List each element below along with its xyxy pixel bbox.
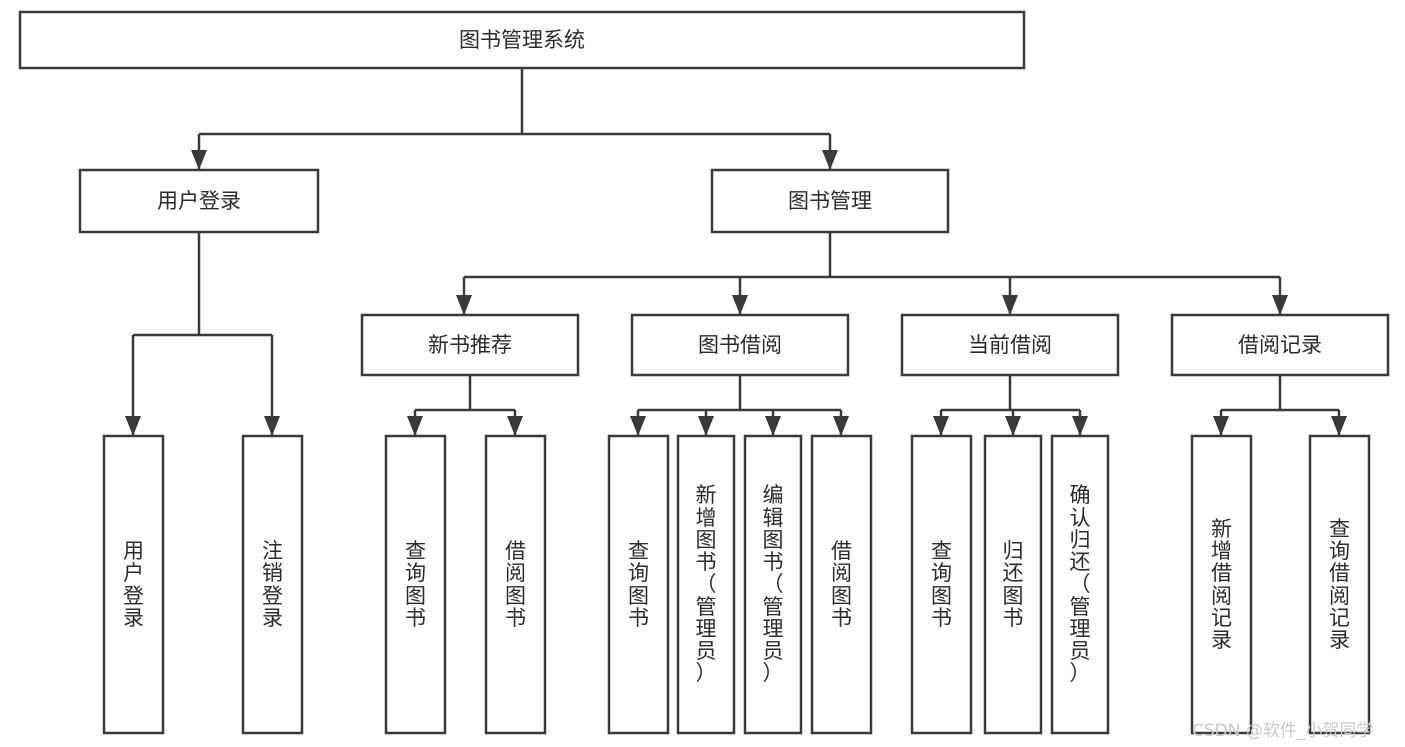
arrow-head-icon [507, 416, 523, 436]
node-label-leaf-query-book-current: 查询图书 [931, 539, 952, 630]
node-box-leaf-borrow-book-borrow[interactable] [810, 434, 873, 735]
node-box-leaf-query-book-borrow[interactable] [607, 434, 670, 735]
node-label-leaf-add-borrow-record: 新增借阅记录 [1211, 516, 1232, 652]
arrow-head-icon [833, 416, 849, 436]
node-label-leaf-query-book-recommend: 查询图书 [405, 539, 426, 630]
arrow-head-icon [1213, 416, 1229, 436]
node-label-leaf-query-borrow-record: 查询借阅记录 [1329, 516, 1350, 652]
node-label-current-borrow: 当前借阅 [968, 333, 1052, 357]
connector-layer [125, 68, 1347, 436]
arrow-head-icon [125, 416, 141, 436]
node-label-leaf-return-book: 归还图书 [1002, 539, 1024, 630]
node-label-leaf-query-book-borrow: 查询图书 [628, 539, 649, 630]
node-box-current-borrow[interactable] [900, 313, 1120, 377]
node-label-leaf-edit-book-admin: 编辑图书（管理员） [762, 483, 784, 686]
arrow-head-icon [1272, 295, 1288, 315]
node-box-leaf-logout-login[interactable] [241, 434, 304, 735]
arrow-head-icon [1072, 416, 1088, 436]
node-label-leaf-borrow-book-recommend: 借阅图书 [505, 539, 526, 630]
arrow-head-icon [698, 416, 714, 436]
arrow-head-icon [407, 416, 423, 436]
node-box-leaf-user-login[interactable] [102, 434, 165, 735]
node-box-book-management[interactable] [710, 168, 950, 234]
node-label-new-book-recommend: 新书推荐 [428, 333, 512, 357]
arrow-head-icon [1002, 295, 1018, 315]
node-box-borrow-records[interactable] [1170, 313, 1390, 377]
node-box-leaf-add-book-admin[interactable] [676, 434, 736, 735]
node-box-leaf-return-book[interactable] [983, 434, 1043, 735]
node-label-book-borrow: 图书借阅 [698, 333, 782, 357]
arrow-head-icon [456, 295, 472, 315]
node-box-leaf-confirm-return-admin[interactable] [1050, 434, 1110, 735]
arrow-head-icon [630, 416, 646, 436]
node-label-book-management: 图书管理 [788, 189, 872, 213]
node-box-root[interactable] [18, 10, 1026, 70]
node-box-leaf-edit-book-admin[interactable] [743, 434, 803, 735]
arrow-head-icon [933, 416, 949, 436]
node-box-leaf-query-borrow-record[interactable] [1308, 434, 1371, 735]
arrow-head-icon [191, 150, 207, 170]
node-label-leaf-logout-login: 注销登录 [262, 539, 283, 630]
arrow-head-icon [1331, 416, 1347, 436]
arrow-head-icon [765, 416, 781, 436]
node-box-leaf-borrow-book-recommend[interactable] [484, 434, 547, 735]
node-label-borrow-records: 借阅记录 [1238, 333, 1322, 357]
node-label-leaf-user-login: 用户登录 [123, 539, 144, 630]
node-label-root: 图书管理系统 [459, 28, 585, 52]
node-box-new-book-recommend[interactable] [360, 313, 580, 377]
node-box-leaf-query-book-recommend[interactable] [384, 434, 447, 735]
node-box-book-borrow[interactable] [630, 313, 850, 377]
arrow-head-icon [264, 416, 280, 436]
node-label-user-login: 用户登录 [157, 189, 241, 213]
node-label-leaf-borrow-book-borrow: 借阅图书 [831, 539, 852, 630]
arrow-head-icon [822, 150, 838, 170]
arrow-head-icon [732, 295, 748, 315]
node-label-leaf-add-book-admin: 新增图书（管理员） [695, 483, 717, 686]
node-box-leaf-add-borrow-record[interactable] [1190, 434, 1253, 735]
arrow-head-icon [1005, 416, 1021, 436]
node-box-user-login[interactable] [78, 168, 320, 234]
node-box-leaf-query-book-current[interactable] [910, 434, 973, 735]
node-label-leaf-confirm-return-admin: 确认归还（管理员） [1069, 483, 1091, 686]
